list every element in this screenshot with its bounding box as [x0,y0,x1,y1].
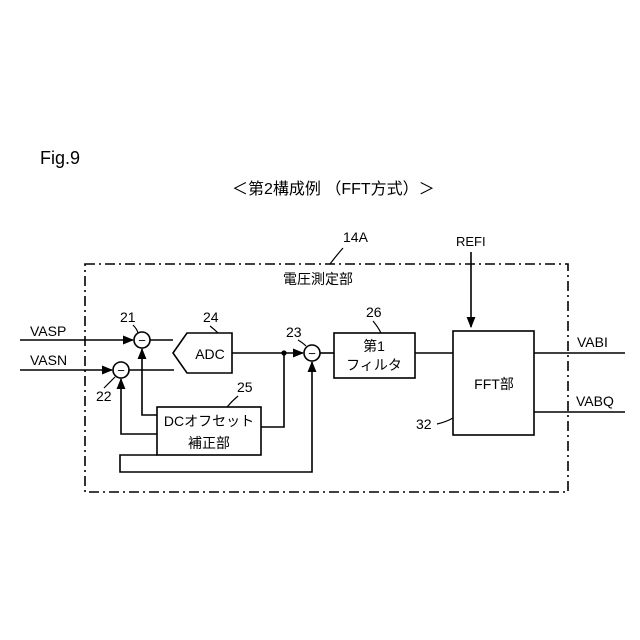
filter-label-line1: 第1 [363,338,385,354]
vasp-label: VASP [30,323,66,339]
subtractor-22-symbol: − [117,363,125,378]
subtractor-22-ref: 22 [96,388,112,404]
node-to-dc-offset [261,353,284,427]
dc-offset-ref: 25 [237,379,253,395]
dc-offset-to-sub22 [121,379,157,434]
fft-ref-leader [437,418,453,424]
subtractor-23-symbol: − [308,346,316,361]
unit-ref-leader [330,248,343,264]
dc-offset-label-line2: 補正部 [188,435,230,451]
subtractor-21-ref: 21 [120,309,136,325]
refi-label: REFI [456,234,486,249]
vabi-label: VABI [577,334,608,350]
unit-title: 電圧測定部 [283,271,353,287]
dc-offset-label-line1: DCオフセット [164,413,254,429]
unit-ref-label: 14A [343,229,369,245]
subtractor-22-leader [104,377,115,388]
fft-ref: 32 [416,416,432,432]
adc-label: ADC [195,346,225,362]
figure-label: Fig.9 [40,148,80,168]
subtractor-23-ref: 23 [286,324,302,340]
adc-ref-leader [210,326,218,333]
dc-offset-ref-leader [227,396,238,407]
filter-ref-leader [373,321,381,333]
adc-ref: 24 [203,309,219,325]
figure-caption: ＜第2構成例 （FFT方式）＞ [232,180,435,198]
subtractor-21-symbol: − [138,333,146,348]
fft-label: FFT部 [474,376,514,392]
vabq-label: VABQ [576,393,614,409]
filter-ref: 26 [366,304,382,320]
subtractor-23-leader [298,340,306,346]
subtractor-21-leader [133,325,138,333]
dc-offset-to-sub21 [142,349,157,415]
vasn-label: VASN [30,352,67,368]
filter-label-line2: フィルタ [346,357,402,373]
